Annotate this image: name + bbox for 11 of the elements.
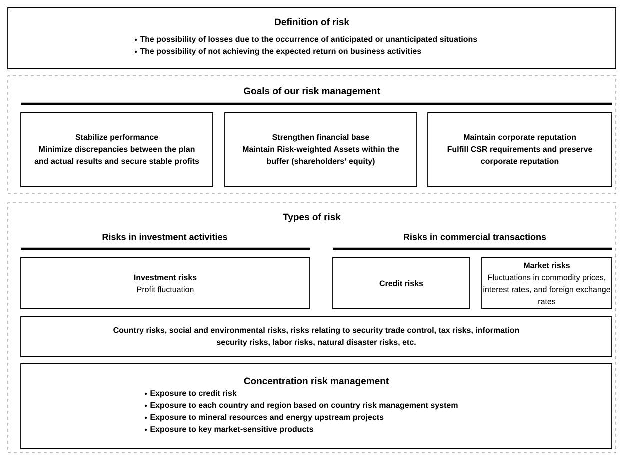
- goal-box: Stabilize performance Minimize discrepancies between the plan and actual results and secure stable profits: [20, 112, 214, 188]
- section-heading: Risks in investment activities: [102, 234, 228, 240]
- risk-box: Credit risks: [332, 258, 470, 310]
- section-heading: Risks in commercial transactions: [404, 234, 546, 240]
- concentration-box: Concentration risk management Exposure to credit risk Exposure to each country and region based on country risk management system Exposure to mineral resources and energy upstream projects Exposure to key market-sensitive products: [20, 364, 612, 450]
- risk-box: Country risks, social and environmental risks, risks relating to security trade control, tax risks, information security risks, labor risks, natural disaster risks, etc.: [20, 316, 612, 358]
- risk-box: Market risks Fluctuations in commodity prices, interest rates, and foreign exchange rates: [482, 258, 612, 310]
- goal-box: Strengthen financial base Maintain Risk-weighted Assets within the buffer (shareholders’ equity): [224, 112, 418, 188]
- risk-box: Investment risks Profit fluctuation: [20, 258, 310, 310]
- goal-box: Maintain corporate reputation Fulfill CSR requirements and preserve corporate reputation: [428, 112, 612, 188]
- definition-box: Definition of risk The possibility of losses due to the occurrence of anticipated or unanticipated situations The possibility of not achieving the expected return on business activities: [8, 8, 616, 70]
